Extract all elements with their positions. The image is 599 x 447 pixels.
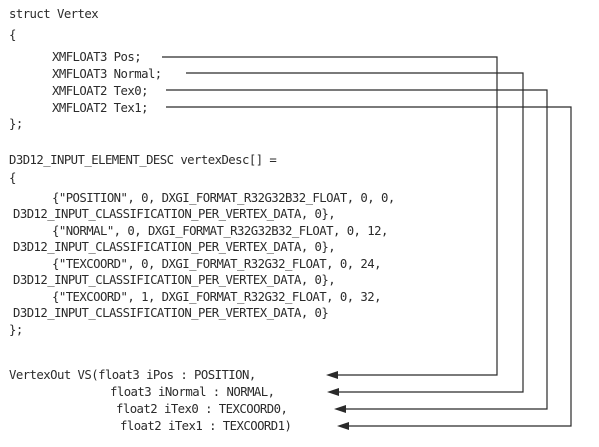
desc-normal-line-b: D3D12_INPUT_CLASSIFICATION_PER_VERTEX_DA…	[13, 240, 336, 254]
desc-position-line-b: D3D12_INPUT_CLASSIFICATION_PER_VERTEX_DA…	[13, 207, 336, 221]
desc-tex0-line-b: D3D12_INPUT_CLASSIFICATION_PER_VERTEX_DA…	[13, 273, 336, 287]
struct-header: struct Vertex	[9, 7, 99, 21]
struct-close-brace: };	[9, 117, 23, 131]
desc-header: D3D12_INPUT_ELEMENT_DESC vertexDesc[] =	[9, 153, 277, 167]
desc-tex1-line-b: D3D12_INPUT_CLASSIFICATION_PER_VERTEX_DA…	[13, 306, 329, 320]
struct-field-tex1: XMFLOAT2 Tex1;	[52, 101, 149, 115]
connector-tex1-arrowhead	[337, 422, 349, 430]
desc-tex1-line-a: {"TEXCOORD", 1, DXGI_FORMAT_R32G32_FLOAT…	[52, 290, 382, 304]
desc-close-brace: };	[9, 323, 23, 337]
desc-normal-line-a: {"NORMAL", 0, DXGI_FORMAT_R32G32B32_FLOA…	[52, 224, 388, 238]
struct-open-brace: {	[9, 28, 16, 42]
desc-position-line-a: {"POSITION", 0, DXGI_FORMAT_R32G32B32_FL…	[52, 191, 395, 205]
struct-field-tex0: XMFLOAT2 Tex0;	[52, 84, 149, 98]
struct-field-pos: XMFLOAT3 Pos;	[52, 50, 142, 64]
connector-normal-arrowhead	[327, 388, 339, 396]
vs-signature-line-4: float2 iTex1 : TEXCOORD1)	[120, 419, 292, 433]
connector-tex0-arrowhead	[334, 405, 346, 413]
struct-field-normal: XMFLOAT3 Normal;	[52, 67, 162, 81]
desc-open-brace: {	[9, 171, 16, 185]
vs-signature-line-2: float3 iNormal : NORMAL,	[110, 385, 275, 399]
vs-signature-line-1: VertexOut VS(float3 iPos : POSITION,	[9, 368, 256, 382]
vs-signature-line-3: float2 iTex0 : TEXCOORD0,	[116, 402, 288, 416]
desc-tex0-line-a: {"TEXCOORD", 0, DXGI_FORMAT_R32G32_FLOAT…	[52, 257, 382, 271]
connector-pos-arrowhead	[326, 371, 338, 379]
